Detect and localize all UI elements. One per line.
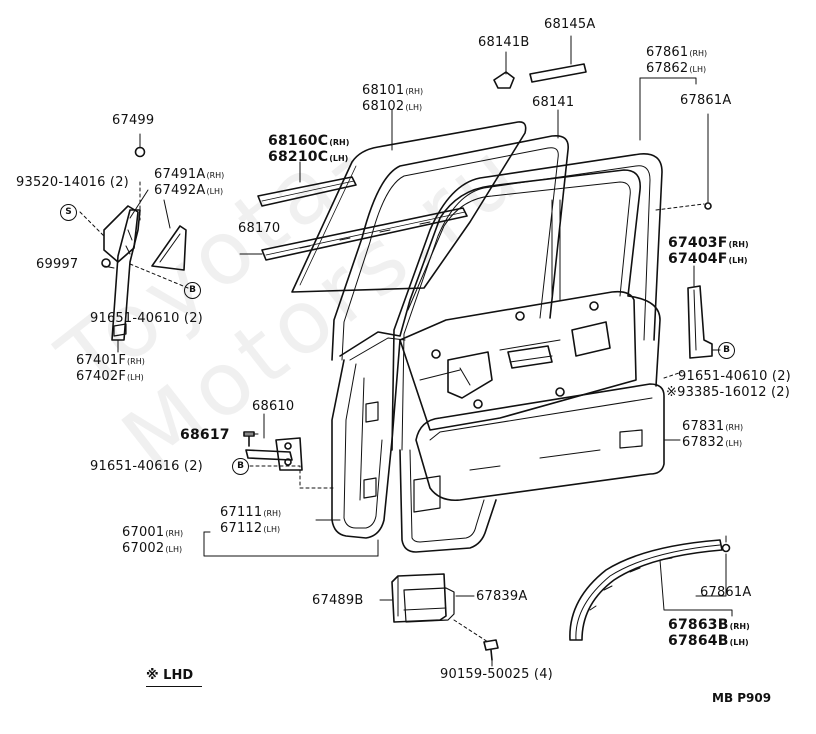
cover-67839A <box>403 587 455 623</box>
label-67404F-lh: 67404F(LH) <box>668 251 748 267</box>
label-93385-16012: ※93385-16012 (2) <box>666 385 791 400</box>
label-68145A: 68145A <box>544 17 596 32</box>
label-67403F-rh: 67403F(RH) <box>668 235 749 251</box>
label-68141: 68141 <box>532 95 575 110</box>
label-69997: 69997 <box>36 257 79 272</box>
label-67861-rh: 67861(RH) <box>646 45 708 60</box>
lhd-note-symbol: ※ <box>146 668 159 683</box>
label-68210C-lh: 68210C(LH) <box>268 149 349 165</box>
lhd-note-text: LHD <box>163 668 194 683</box>
lhd-underline <box>146 686 202 688</box>
front-channel <box>111 209 141 341</box>
label-68617: 68617 <box>180 427 230 443</box>
door-frame-outer <box>339 169 661 387</box>
label-67401F-rh: 67401F(RH) <box>76 353 145 368</box>
label-90159-50025: 90159-50025 (4) <box>440 667 553 682</box>
label-67491A-rh: 67491A(RH) <box>154 167 225 182</box>
lhd-note: ※ LHD <box>146 668 193 683</box>
door-outer-shell <box>331 339 401 539</box>
label-67001-rh: 67001(RH) <box>122 525 184 540</box>
screw-90159 <box>483 639 499 661</box>
quarter-garnish <box>151 225 187 271</box>
label-67861A-bottom: 67861A <box>700 585 752 600</box>
label-67831-rh: 67831(RH) <box>682 419 744 434</box>
label-68102-lh: 68102(LH) <box>362 99 423 114</box>
label-68141B: 68141B <box>478 35 530 50</box>
label-67492A-lh: 67492A(LH) <box>154 183 224 198</box>
door-glass <box>291 121 527 293</box>
label-68170: 68170 <box>238 221 281 236</box>
panel-service-hole <box>447 351 493 399</box>
retainer-68141B <box>493 71 515 89</box>
callout-b-left: B <box>184 282 201 299</box>
bolt-69997 <box>101 258 111 268</box>
label-67402F-lh: 67402F(LH) <box>76 369 144 384</box>
door-glass-highlight <box>299 165 357 286</box>
clip-67499 <box>134 146 146 158</box>
inner-door-panel <box>399 290 637 431</box>
callout-b-right: B <box>718 342 735 359</box>
label-68101-rh: 68101(RH) <box>362 83 424 98</box>
bolt-68617 <box>243 431 255 447</box>
screw-67861A-top <box>704 202 712 210</box>
label-67864B-lh: 67864B(LH) <box>668 633 749 649</box>
label-67862-lh: 67862(LH) <box>646 61 707 76</box>
lower-weatherstrip <box>399 449 497 553</box>
diagram-code: MB P909 <box>712 691 772 705</box>
label-68610: 68610 <box>252 399 295 414</box>
label-67839A: 67839A <box>476 589 528 604</box>
inner-belt-strip <box>261 207 468 261</box>
label-91651-40610-right: 91651-40610 (2) <box>678 369 791 384</box>
door-check-arm <box>275 437 303 471</box>
door-check <box>245 449 293 461</box>
lower-panel-box <box>413 475 441 513</box>
label-67489B: 67489B <box>312 593 364 608</box>
hinge-lower <box>363 477 377 499</box>
callout-s: S <box>60 204 77 221</box>
glass-run-channel <box>331 134 569 361</box>
label-67863B-rh: 67863B(RH) <box>668 617 750 633</box>
hinge-upper <box>365 401 379 423</box>
label-91651-40616: 91651-40616 (2) <box>90 459 203 474</box>
label-67861A-top: 67861A <box>680 93 732 108</box>
label-91651-40610-left: 91651-40610 (2) <box>90 311 203 326</box>
panel-handle-hole <box>507 345 553 369</box>
rear-channel <box>687 285 713 359</box>
label-67002-lh: 67002(LH) <box>122 541 183 556</box>
panel-speaker-hole <box>571 321 611 357</box>
label-67499: 67499 <box>112 113 155 128</box>
outer-belt-strip <box>257 176 357 207</box>
screw-67861A-bottom <box>721 543 731 553</box>
retainer-68145A <box>529 63 587 83</box>
door-weatherstrip <box>391 153 663 451</box>
wheel-arch-molding <box>569 539 723 641</box>
label-67112-lh: 67112(LH) <box>220 521 281 536</box>
label-68160C-rh: 68160C(RH) <box>268 133 350 149</box>
door-trim-board <box>415 383 665 502</box>
label-93520-14016: 93520-14016 (2) <box>16 175 129 190</box>
trim-pocket <box>619 429 643 449</box>
label-67832-lh: 67832(LH) <box>682 435 743 450</box>
label-67111-rh: 67111(RH) <box>220 505 282 520</box>
cover-67489B <box>391 573 447 623</box>
callout-b-check: B <box>232 458 249 475</box>
